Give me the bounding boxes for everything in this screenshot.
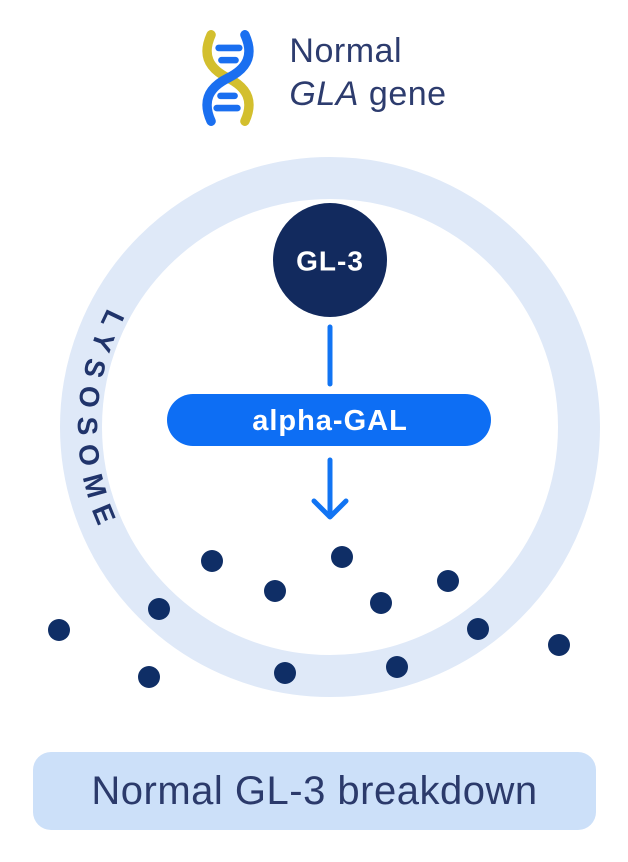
breakdown-arrow [311,457,349,520]
caption-banner: Normal GL-3 breakdown [33,752,596,830]
gene-word: gene [368,75,447,113]
gl3-fragment-dot [201,550,223,572]
lysosome-diagram: LYSOSOME GL-3 alpha-GAL [48,157,600,697]
gl3-substrate-label: GL-3 [296,246,364,277]
gl3-fragments [48,546,570,688]
breakdown-arrow-head [311,498,349,520]
gl3-fragment-dot [548,634,570,656]
enzyme-label: alpha-GAL [252,405,408,437]
gl3-fragment-dot [48,619,70,641]
gl3-fragment-dot [148,598,170,620]
caption-text: Normal GL-3 breakdown [91,768,538,813]
gl3-fragment-dot [264,580,286,602]
dna-strand-blue [202,30,255,126]
gl3-fragment-dot [370,592,392,614]
gl3-fragment-dot [386,656,408,678]
gene-title-line2: GLA gene [289,73,446,116]
gene-name-italic: GLA [289,75,359,113]
gene-title-line1: Normal [289,32,402,70]
gl3-fragment-dot [437,570,459,592]
gene-title: Normal GLA gene [289,28,446,116]
enzyme-pill [167,394,491,446]
gl3-fragment-dot [138,666,160,688]
gene-header: Normal GLA gene [0,28,628,128]
gl3-substrate-circle [273,203,387,317]
gl3-fragment-dot [274,662,296,684]
gl3-fragment-dot [467,618,489,640]
lysosome-ring [60,157,600,697]
gl3-fragment-dot [331,546,353,568]
dna-double-helix-icon [202,30,255,126]
